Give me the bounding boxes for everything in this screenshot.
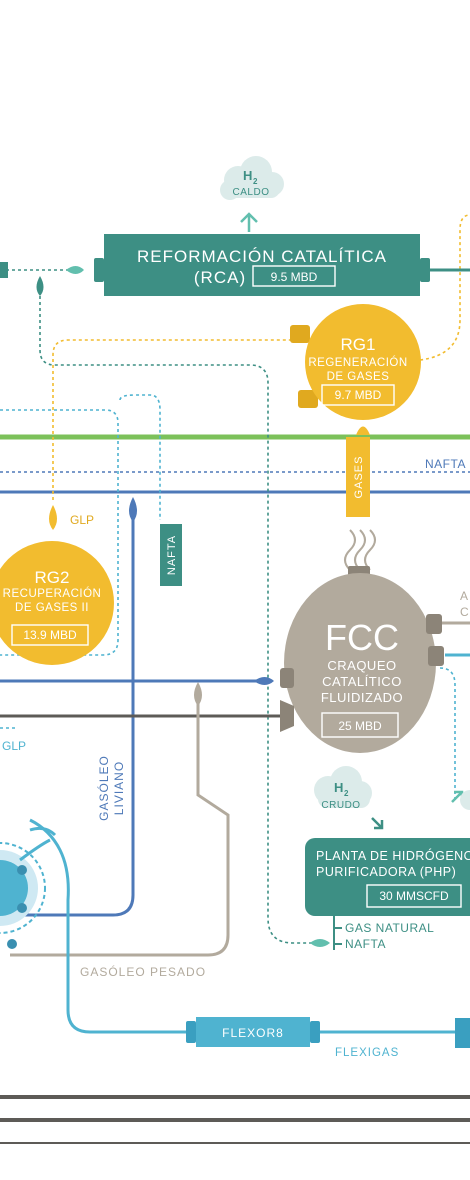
php-name-2: PURIFICADORA (PHP) (316, 865, 456, 879)
nafta-stream-box (160, 524, 182, 586)
glp-left-label: GLP (2, 739, 26, 753)
rca-left-flange (0, 262, 8, 278)
fcc-name-1: CRAQUEO (327, 658, 396, 673)
nafta-box-label: NAFTA (166, 535, 178, 575)
right-cut-label-1: A (460, 589, 468, 603)
php-capacity: 30 MMSCFD (379, 889, 449, 903)
gray-dashed-rg1-top (419, 214, 470, 361)
cyan-flexor-line (29, 818, 190, 1034)
cyan-reactor-left (0, 826, 57, 949)
rca-capacity: 9.5 MBD (271, 270, 318, 284)
nafta-php-label: NAFTA (345, 937, 386, 951)
rg1-name-2: DE GASES (327, 371, 390, 383)
rg2-capacity: 13.9 MBD (23, 628, 77, 642)
rg1-unit (290, 304, 421, 420)
nafta-right-label: NAFTA (425, 457, 466, 471)
rca-title-1: REFORMACIÓN CATALÍTICA (137, 247, 387, 266)
taupe-drop-icon (194, 682, 202, 706)
php-inlet-drop-icon (310, 939, 330, 947)
rg2-name-2: DE GASES II (15, 602, 89, 614)
h2-crudo-sub: 2 (344, 789, 349, 798)
rca-teal-drop-icon (36, 276, 44, 296)
fcc-name-3: FLUIDIZADO (321, 690, 403, 705)
caldo-up-arrow-icon (240, 212, 258, 232)
flexigas-label: FLEXIGAS (335, 1047, 399, 1059)
flexor8-unit (186, 1017, 470, 1048)
fcc-code: FCC (325, 617, 399, 658)
rca-inlet-drop-icon (66, 266, 84, 274)
gas-natural-label: GAS NATURAL (345, 921, 434, 935)
rg2-code: RG2 (35, 568, 70, 587)
cyan-dashed-right-1 (439, 667, 456, 800)
rg1-bottom-drop-icon (356, 426, 370, 435)
h2-caldo-h: H (243, 168, 252, 183)
taupe-gasoleo-pesado (10, 695, 230, 957)
gasoleo-liviano-2: LIVIANO (112, 761, 126, 815)
crudo-down-arrow-icon (371, 817, 384, 830)
rg1-code: RG1 (341, 335, 376, 354)
h2-caldo-sub: 2 (253, 177, 258, 186)
fcc-name-2: CATALÍTICO (322, 674, 402, 689)
h2-crudo-cloud-icon (314, 766, 372, 808)
fcc-capacity: 25 MBD (338, 719, 382, 733)
gasoleo-liviano-1: GASÓLEO (96, 755, 111, 821)
cyan-dashed-loop-3 (119, 394, 161, 520)
h2-caldo-cloud-icon (220, 156, 284, 200)
teal-dashed-drop (39, 290, 315, 944)
h2-crudo-h: H (334, 780, 343, 795)
right-cloud-icon (460, 790, 470, 810)
rg2-unit (0, 541, 114, 665)
h2-crudo-label: CRUDO (321, 800, 360, 811)
rg2-name-1: RECUPERACIÓN (3, 587, 102, 600)
right-cut-label-2: C (460, 605, 469, 619)
blue-top-drop-icon (129, 497, 137, 522)
gasoleo-pesado-label: GASÓLEO PESADO (80, 964, 206, 979)
gases-label: GASES (353, 456, 365, 499)
rg2-top-drop-icon (49, 505, 57, 530)
rca-unit (94, 234, 430, 296)
flexor8-label: FLEXOR8 (222, 1026, 284, 1040)
rca-title-2: (RCA) (194, 268, 246, 287)
fcc-unit (280, 529, 444, 753)
gases-stream-box (346, 437, 370, 517)
fcc-inlet-blue-drop-icon (254, 677, 274, 685)
php-unit (305, 838, 470, 916)
yellow-dashed-glp (52, 339, 300, 500)
blue-gasoleo-liviano (10, 515, 135, 917)
php-name-1: PLANTA DE HIDRÓGENO (316, 848, 470, 863)
rg1-capacity: 9.7 MBD (335, 388, 382, 402)
glp-top-label: GLP (70, 513, 94, 527)
cyan-dashed-loop-2 (0, 409, 119, 656)
h2-caldo-label: CALDO (233, 187, 270, 198)
rg1-name-1: REGENERACIÓN (308, 356, 407, 369)
